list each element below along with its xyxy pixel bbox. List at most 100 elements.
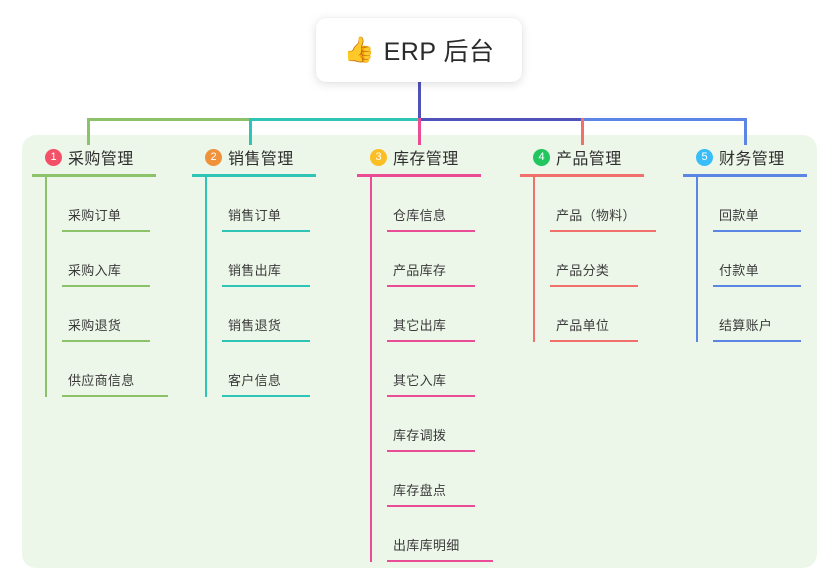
list-item[interactable]: 付款单	[713, 232, 833, 287]
column-title-5: 财务管理	[719, 151, 785, 168]
column-items-1: 采购订单采购入库采购退货供应商信息	[45, 177, 182, 397]
list-item[interactable]: 产品分类	[550, 232, 670, 287]
list-item-rule	[62, 340, 150, 342]
list-item[interactable]: 库存盘点	[387, 452, 507, 507]
column-title-2: 销售管理	[228, 151, 294, 168]
list-item[interactable]: 销售订单	[222, 177, 342, 232]
root-node-title: ERP 后台	[383, 38, 495, 66]
branch-drop-3	[418, 118, 421, 145]
column-title-4: 产品管理	[556, 151, 622, 168]
column-items-4: 产品（物料） 产品分类产品单位	[533, 177, 670, 342]
column-5: 5 财务管理回款单付款单结算账户	[683, 146, 833, 342]
list-item-label: 采购入库	[68, 263, 122, 278]
list-item[interactable]: 库存调拨	[387, 397, 507, 452]
list-item-label: 仓库信息	[393, 208, 447, 223]
column-rule-2	[192, 174, 316, 177]
column-spine-5	[696, 177, 698, 342]
list-item-label: 库存调拨	[393, 428, 447, 443]
list-item[interactable]: 结算账户	[713, 287, 833, 342]
list-item-label: 销售退货	[228, 318, 282, 333]
list-item-label: 结算账户	[719, 318, 773, 333]
bus-segment-1	[87, 118, 251, 121]
column-items-5: 回款单付款单结算账户	[696, 177, 833, 342]
list-item-rule	[387, 450, 475, 452]
list-item-rule	[550, 230, 656, 232]
list-item-label: 出库库明细	[393, 538, 460, 553]
list-item[interactable]: 其它出库	[387, 287, 507, 342]
diagram-panel	[22, 135, 817, 568]
list-item-label: 产品（物料）	[556, 208, 636, 223]
column-rule-1	[32, 174, 156, 177]
column-header-1[interactable]: 1 采购管理	[32, 146, 182, 168]
list-item[interactable]: 客户信息	[222, 342, 342, 397]
column-rule-5	[683, 174, 807, 177]
list-item[interactable]: 产品库存	[387, 232, 507, 287]
list-item-rule	[713, 285, 801, 287]
list-item-rule	[62, 395, 168, 397]
list-item[interactable]: 产品单位	[550, 287, 670, 342]
list-item[interactable]: 仓库信息	[387, 177, 507, 232]
branch-drop-5	[744, 118, 747, 145]
list-item-rule	[62, 230, 150, 232]
root-node-erp-backend[interactable]: 👍 ERP 后台	[316, 18, 522, 82]
list-item[interactable]: 采购入库	[62, 232, 182, 287]
list-item-label: 销售订单	[228, 208, 282, 223]
branch-drop-4	[581, 118, 584, 145]
list-item-rule	[222, 230, 310, 232]
column-badge-1: 1	[45, 148, 62, 166]
column-spine-4	[533, 177, 535, 342]
column-spine-1	[45, 177, 47, 397]
list-item[interactable]: 产品（物料）	[550, 177, 670, 232]
list-item[interactable]: 销售出库	[222, 232, 342, 287]
column-title-1: 采购管理	[68, 151, 134, 168]
list-item-rule	[387, 395, 475, 397]
thumbs-up-icon: 👍	[343, 35, 375, 64]
list-item-rule	[387, 505, 475, 507]
list-item[interactable]: 回款单	[713, 177, 833, 232]
list-item-rule	[62, 285, 150, 287]
column-4: 4 产品管理产品（物料） 产品分类产品单位	[520, 146, 670, 342]
list-item-label: 付款单	[719, 263, 759, 278]
column-3: 3 库存管理仓库信息产品库存其它出库其它入库库存调拨库存盘点出库库明细	[357, 146, 507, 562]
list-item-rule	[713, 340, 801, 342]
list-item[interactable]: 销售退货	[222, 287, 342, 342]
list-item-label: 产品单位	[556, 318, 610, 333]
list-item-rule	[713, 230, 801, 232]
list-item-label: 产品分类	[556, 263, 610, 278]
column-items-2: 销售订单销售出库销售退货客户信息	[205, 177, 342, 397]
list-item[interactable]: 其它入库	[387, 342, 507, 397]
list-item-rule	[222, 340, 310, 342]
column-header-3[interactable]: 3 库存管理	[357, 146, 507, 168]
list-item[interactable]: 采购退货	[62, 287, 182, 342]
column-spine-2	[205, 177, 207, 397]
column-header-5[interactable]: 5 财务管理	[683, 146, 833, 168]
list-item-rule	[550, 340, 638, 342]
column-items-3: 仓库信息产品库存其它出库其它入库库存调拨库存盘点出库库明细	[370, 177, 507, 562]
column-rule-4	[520, 174, 644, 177]
bus-segment-4	[581, 118, 746, 121]
list-item-label: 回款单	[719, 208, 759, 223]
list-item-rule	[222, 285, 310, 287]
list-item-label: 供应商信息	[68, 373, 135, 388]
column-title-3: 库存管理	[393, 151, 459, 168]
list-item-rule	[387, 230, 475, 232]
branch-drop-2	[249, 118, 252, 145]
list-item-rule	[550, 285, 638, 287]
list-item[interactable]: 供应商信息	[62, 342, 182, 397]
column-header-4[interactable]: 4 产品管理	[520, 146, 670, 168]
list-item-label: 其它入库	[393, 373, 447, 388]
column-1: 1 采购管理采购订单采购入库采购退货供应商信息	[32, 146, 182, 397]
root-stem	[418, 82, 421, 121]
column-badge-3: 3	[370, 148, 387, 166]
list-item[interactable]: 出库库明细	[387, 507, 507, 562]
branch-drop-1	[87, 118, 90, 145]
list-item-rule	[387, 560, 493, 562]
list-item-rule	[387, 340, 475, 342]
column-badge-5: 5	[696, 148, 713, 166]
column-badge-4: 4	[533, 148, 550, 166]
list-item-label: 库存盘点	[393, 483, 447, 498]
list-item[interactable]: 采购订单	[62, 177, 182, 232]
list-item-label: 客户信息	[228, 373, 282, 388]
